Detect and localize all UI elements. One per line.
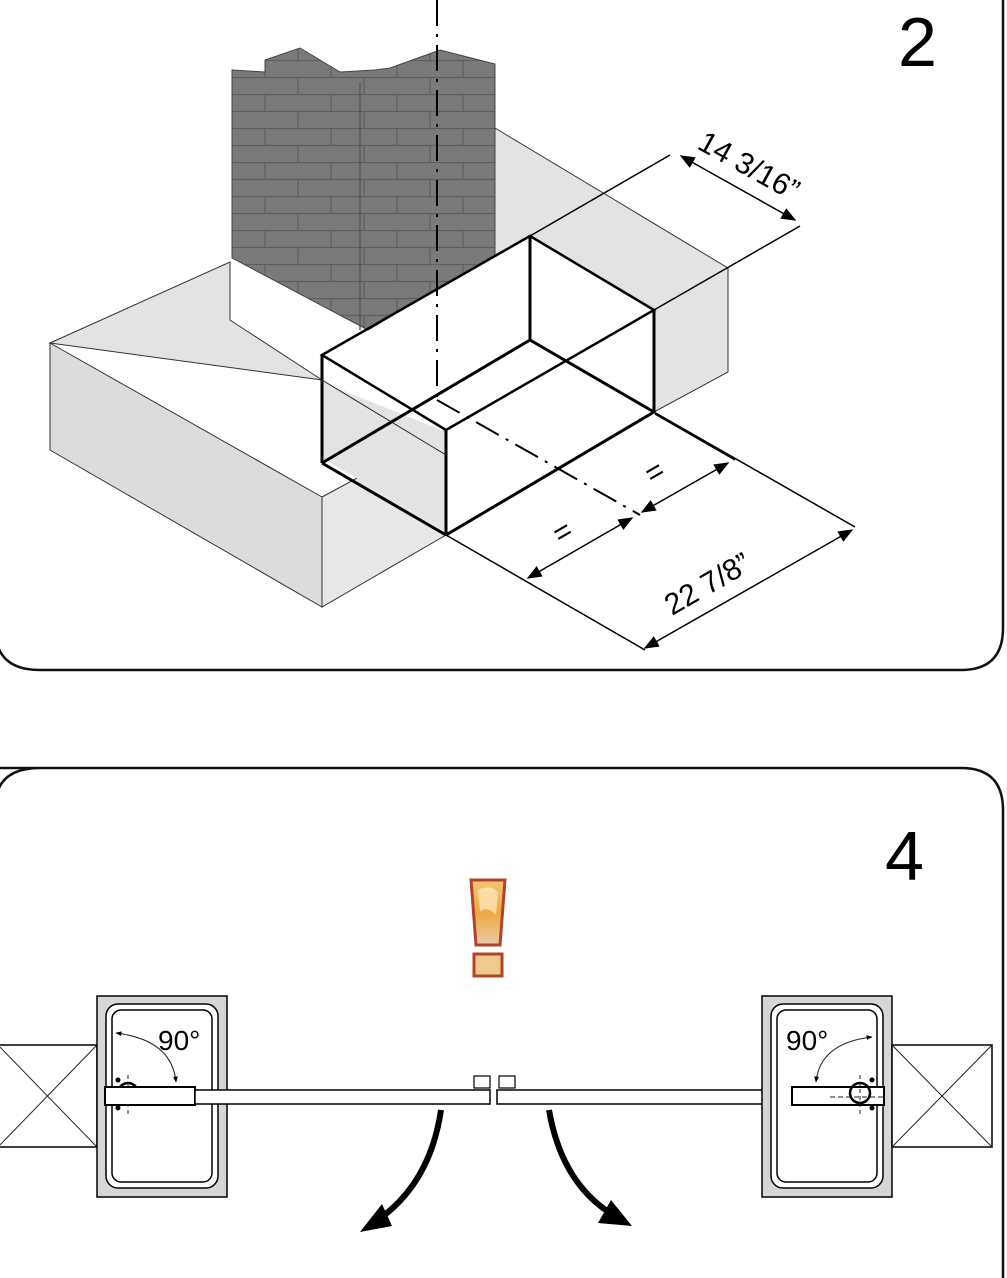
- left-angle-label: 90°: [158, 1025, 200, 1056]
- right-wall-block: [891, 1044, 993, 1148]
- dimension-width: 22 7/8” = =: [445, 411, 856, 651]
- step-4-frame: [0, 766, 1005, 1278]
- right-gate-post: 90°: [761, 995, 893, 1198]
- step-2-number: 2: [898, 3, 937, 81]
- step-2-panel: 14 3/16” 22 7/8” = = 2: [0, 0, 1005, 672]
- center-axis-horizontal: [436, 399, 641, 516]
- step-4-panel: 4 90°: [0, 766, 1005, 1278]
- dimension-depth-label: 14 3/16”: [693, 125, 805, 207]
- right-angle-label: 90°: [786, 1025, 828, 1056]
- step-2-frame: [0, 0, 1005, 672]
- swing-arrow-left-icon: [360, 1109, 444, 1232]
- foundation-slab: [48, 127, 729, 608]
- equal-mark-right: =: [639, 454, 671, 491]
- brick-column: [231, 47, 496, 331]
- step-4-number: 4: [885, 817, 924, 895]
- left-wall-block: [0, 1044, 98, 1148]
- left-gate-leaf: [104, 1075, 491, 1106]
- equal-mark-left: =: [547, 514, 579, 551]
- dimension-width-label: 22 7/8”: [659, 547, 756, 622]
- swing-arrow-right-icon: [546, 1109, 632, 1226]
- exclamation-warning-icon: [469, 878, 507, 978]
